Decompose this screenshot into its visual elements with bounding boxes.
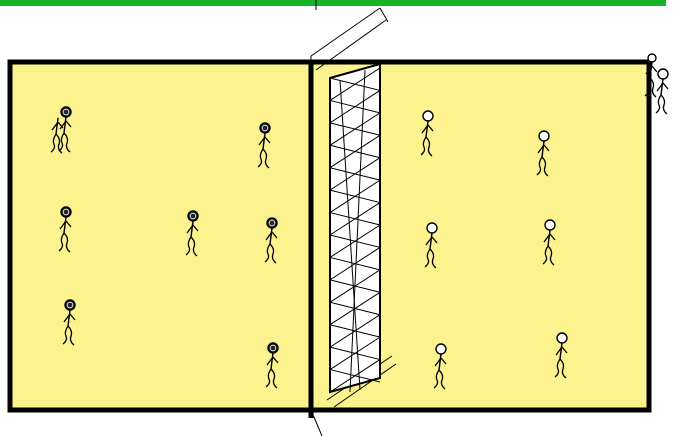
net-panel: [329, 62, 381, 394]
outside-player-icon: [644, 53, 658, 98]
player-head: [647, 53, 657, 63]
left-player-icon: [265, 342, 279, 389]
player-head: [426, 222, 438, 234]
player-head: [422, 110, 434, 122]
players-group: [50, 53, 669, 390]
player-head: [60, 206, 72, 218]
left-player-icon: [264, 217, 278, 264]
court-boundary: [7, 59, 652, 413]
top-bar: [0, 0, 666, 6]
outside-player-icon: [655, 68, 669, 115]
player-head: [538, 130, 550, 142]
left-player-icon: [257, 122, 271, 169]
left-player-icon: [58, 106, 72, 153]
player-head: [657, 68, 669, 80]
player-head: [60, 106, 72, 118]
right-player-icon: [424, 222, 438, 269]
left-player-icon: [185, 210, 199, 257]
player-head: [544, 219, 556, 231]
player-head: [187, 210, 199, 222]
player-head: [267, 342, 279, 354]
right-player-icon: [536, 130, 550, 177]
left-player-icon: [62, 299, 76, 346]
player-head: [64, 299, 76, 311]
right-player-icon: [554, 332, 568, 379]
net-icon: [310, 7, 397, 436]
left-player-icon: [58, 206, 72, 253]
player-head: [556, 332, 568, 344]
player-head: [435, 343, 447, 355]
left-player-icon: [50, 117, 64, 154]
right-player-icon: [542, 219, 556, 266]
player-head: [259, 122, 271, 134]
player-head: [266, 217, 278, 229]
right-player-icon: [433, 343, 447, 390]
right-player-icon: [420, 110, 434, 157]
